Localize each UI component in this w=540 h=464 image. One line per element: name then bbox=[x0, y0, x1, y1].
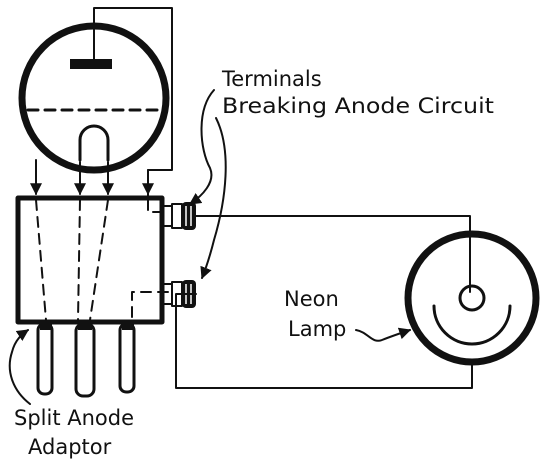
wire-top-to-lamp bbox=[195, 215, 471, 293]
pointer-adaptor bbox=[8, 329, 31, 405]
adaptor-pin-1 bbox=[36, 322, 54, 396]
adaptor-pin-2 bbox=[74, 322, 96, 398]
pointer-terminals-top bbox=[189, 89, 215, 205]
adaptor-internal-wire-5 bbox=[131, 291, 169, 321]
wire-bottom-to-lamp bbox=[175, 293, 473, 389]
neon-lamp-electrode bbox=[458, 284, 486, 312]
label-split-anode: Split Anode bbox=[14, 406, 134, 430]
neon-lamp-cathode bbox=[432, 304, 512, 346]
adaptor-internal-wire-1 bbox=[35, 199, 47, 321]
pointer-neon-lamp bbox=[355, 327, 412, 342]
pointer-terminals-bottom bbox=[200, 117, 227, 280]
label-breaking-anode-circuit: Breaking Anode Circuit bbox=[222, 94, 494, 118]
terminal-top bbox=[161, 202, 196, 230]
label-terminals: Terminals bbox=[221, 67, 322, 91]
adaptor-box bbox=[15, 195, 165, 325]
label-neon: Neon bbox=[284, 287, 339, 311]
neon-lamp-envelope bbox=[404, 230, 540, 366]
valve-filament bbox=[78, 124, 110, 162]
pin-collar-3 bbox=[122, 322, 134, 330]
label-lamp: Lamp bbox=[288, 317, 346, 341]
pin-collar-2 bbox=[78, 322, 92, 330]
neon-lamp bbox=[404, 230, 540, 366]
adaptor-internal-wire-2 bbox=[77, 199, 81, 321]
split-anode-adaptor bbox=[15, 195, 169, 398]
label-adaptor: Adaptor bbox=[28, 435, 112, 459]
adaptor-pin-3 bbox=[118, 322, 136, 394]
adaptor-internal-wire-3 bbox=[89, 199, 109, 321]
valve-anode-plate bbox=[70, 59, 112, 69]
pin-collar-1 bbox=[40, 322, 52, 330]
